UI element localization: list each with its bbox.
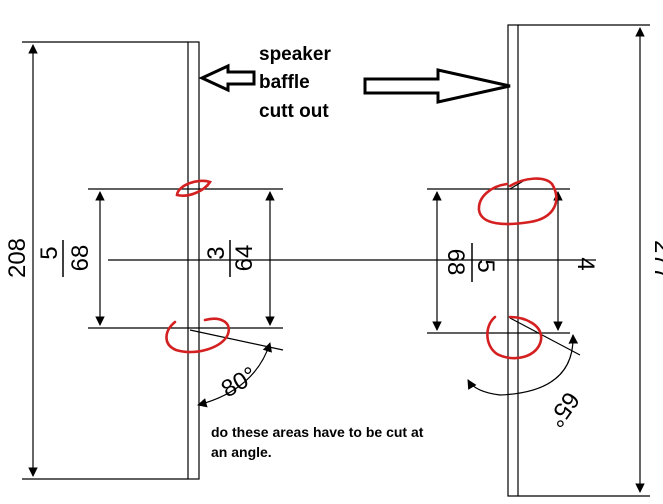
markup-right-top (477, 177, 558, 226)
right-bevel-line (509, 317, 581, 356)
left-overall-dimension-text: 208 (4, 238, 31, 278)
left-inner-denominator: 64 (231, 245, 258, 272)
right-panel (427, 24, 650, 497)
left-angle-text: 80° (217, 362, 262, 404)
speaker-label-line2: baffle (259, 72, 310, 93)
left-cutout-fraction: 5 68 (36, 240, 94, 277)
right-overall-dimension-text: 277 (649, 240, 663, 280)
left-inner-fraction: 3 64 (203, 240, 258, 277)
speaker-label-line1: speaker (259, 44, 331, 65)
right-inner-dimension-text: 4 (572, 257, 599, 270)
left-cutout-denominator: 68 (67, 245, 94, 272)
speaker-label-line3: cutt out (259, 101, 329, 122)
markup-left-top (175, 179, 212, 197)
question-note-line2: an angle. (211, 444, 272, 460)
left-angle-arc (197, 342, 272, 408)
markup-left-bottom (165, 317, 231, 354)
left-inner-numerator: 3 (203, 246, 230, 259)
right-cutout-numerator: 5 (472, 259, 499, 272)
left-panel (22, 41, 284, 480)
right-cutout-fraction: 68 5 (442, 243, 499, 282)
right-baffle-board (507, 24, 519, 497)
red-markup (165, 177, 558, 360)
right-cutout-denominator: 68 (442, 249, 469, 276)
right-pointer-arrow (363, 68, 511, 104)
right-angle-arc (467, 334, 579, 396)
right-angle-text: 65° (542, 387, 585, 432)
left-pointer-arrow (198, 63, 256, 93)
left-cutout-numerator: 5 (36, 246, 63, 259)
markup-right-bottom (486, 315, 543, 360)
question-note-line1: do these areas have to be cut at (211, 424, 424, 440)
